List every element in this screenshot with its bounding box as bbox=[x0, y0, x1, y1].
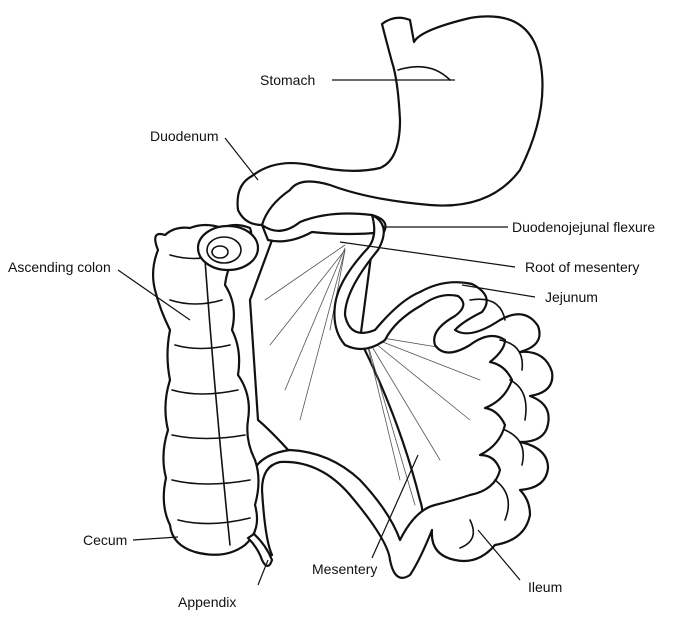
label-jejunum: Jejunum bbox=[545, 289, 598, 305]
stomach-organ bbox=[238, 16, 543, 225]
label-mesentery: Mesentery bbox=[312, 561, 377, 577]
label-ascending-colon: Ascending colon bbox=[8, 259, 111, 275]
label-root-of-mesentery: Root of mesentery bbox=[525, 259, 639, 275]
label-duodenum: Duodenum bbox=[150, 128, 219, 144]
colon-organ bbox=[153, 225, 258, 555]
label-cecum: Cecum bbox=[83, 532, 127, 548]
label-stomach: Stomach bbox=[260, 72, 315, 88]
label-ileum: Ileum bbox=[528, 579, 562, 595]
label-duodenojejunal-flexure: Duodenojejunal flexure bbox=[512, 219, 655, 235]
label-appendix: Appendix bbox=[178, 594, 236, 610]
